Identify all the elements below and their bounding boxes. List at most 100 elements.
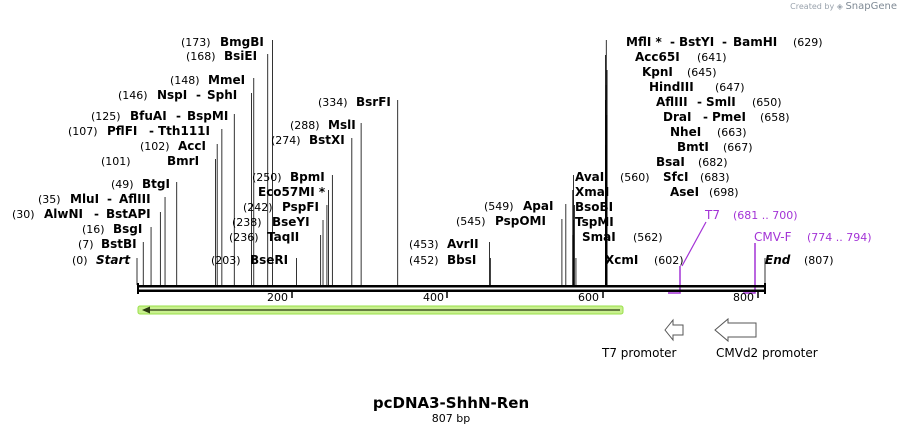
site-pos-602: (602) <box>654 254 684 267</box>
site-pos-nhei: (663) <box>717 126 747 139</box>
site-label-mfli[interactable]: MflI * <box>626 35 662 49</box>
site-pos-btgi: (49) <box>111 178 134 191</box>
feature-t7-mark[interactable] <box>668 266 681 294</box>
site-labels-middle: (452) BbsI (453) AvrII (545) PspOMI (549… <box>409 170 684 267</box>
site-label-alwni[interactable]: AlwNI <box>44 207 83 221</box>
site-label-bmti[interactable]: BmtI <box>677 140 709 154</box>
site-label-bspmi[interactable]: BspMI <box>187 109 228 123</box>
site-label-smai[interactable]: SmaI <box>582 230 616 244</box>
site-label-avai[interactable]: AvaI <box>575 170 604 184</box>
site-label-end[interactable]: End <box>765 253 791 267</box>
site-label-tspmi[interactable]: TspMI <box>575 215 614 229</box>
site-sep-alwni: - <box>94 207 99 221</box>
site-pos-bsgi: (16) <box>82 223 105 236</box>
site-label-bamhi[interactable]: BamHI <box>733 35 777 49</box>
site-label-btgi[interactable]: BtgI <box>142 177 170 191</box>
site-label-start[interactable]: Start <box>96 253 131 267</box>
site-pos-bseri: (203) <box>211 254 241 267</box>
site-sep-afliii: - <box>697 95 702 109</box>
site-pos-acc65i: (641) <box>697 51 727 64</box>
backbone-left-end <box>137 283 139 294</box>
site-label-nhei[interactable]: NheI <box>670 125 701 139</box>
site-label-bbsi[interactable]: BbsI <box>447 253 476 267</box>
site-label-eco57mi[interactable]: Eco57MI * <box>258 185 326 199</box>
site-label-bmri[interactable]: BmrI <box>167 154 199 168</box>
axis-label-800: 800 <box>733 291 754 304</box>
site-label-tth111i[interactable]: Tth111I <box>158 124 210 138</box>
site-label-acci[interactable]: AccI <box>178 139 206 153</box>
site-label-bseyi[interactable]: BseYI <box>272 215 310 229</box>
site-label-bsrfi[interactable]: BsrFI <box>356 95 391 109</box>
axis-label-400: 400 <box>423 291 444 304</box>
site-label-sfci[interactable]: SfcI <box>663 170 688 184</box>
site-label-mmei[interactable]: MmeI <box>208 73 245 87</box>
site-label-apai[interactable]: ApaI <box>523 199 553 213</box>
site-label-kpni[interactable]: KpnI <box>642 65 673 79</box>
site-label-bstyi[interactable]: BstYI <box>679 35 714 49</box>
site-pos-start: (0) <box>72 254 88 267</box>
site-label-avrii[interactable]: AvrII <box>447 237 479 251</box>
site-pos-xcmi: (562) <box>633 231 663 244</box>
site-label-taqii[interactable]: TaqII <box>267 230 299 244</box>
site-pos-bmri: (101) <box>101 155 131 168</box>
site-label-bfuai[interactable]: BfuAI <box>130 109 167 123</box>
site-sep-bfuai: - <box>176 109 181 123</box>
site-label-bsiei[interactable]: BsiEI <box>224 49 257 63</box>
site-label-hindiii[interactable]: HindIII <box>649 80 694 94</box>
site-pos-pspfi: (242) <box>243 201 273 214</box>
site-label-smli[interactable]: SmlI <box>706 95 736 109</box>
orf-arrow[interactable] <box>137 305 624 315</box>
site-label-pflfi[interactable]: PflFI <box>107 124 137 138</box>
site-sep-pflfi: - <box>149 124 154 138</box>
site-label-bsai[interactable]: BsaI <box>656 155 685 169</box>
site-label-pspfi[interactable]: PspFI <box>282 200 319 214</box>
site-label-acc65i[interactable]: Acc65I <box>635 50 680 64</box>
site-pos-bseyi: (238) <box>232 216 262 229</box>
feature-cmvf-mark[interactable] <box>743 243 756 294</box>
site-lines <box>136 40 766 285</box>
site-label-sphi[interactable]: SphI <box>207 88 237 102</box>
site-pos-msli: (288) <box>290 119 320 132</box>
site-pos-mmei: (148) <box>170 74 200 87</box>
cmvd2-promoter-arrow-icon[interactable] <box>714 317 757 343</box>
site-label-xmai[interactable]: XmaI <box>575 185 609 199</box>
site-label-mlui[interactable]: MluI <box>70 192 99 206</box>
t7-promoter-arrow-icon[interactable] <box>664 318 684 342</box>
site-label-pspomi[interactable]: PspOMI <box>495 214 546 228</box>
feature-cmvf-label[interactable]: CMV-F <box>754 230 792 244</box>
site-label-afliii-right[interactable]: AflIII <box>656 95 688 109</box>
site-label-bseri[interactable]: BseRI <box>250 253 288 267</box>
t7-promoter-label[interactable]: T7 promoter <box>601 346 677 360</box>
site-label-asei[interactable]: AseI <box>670 185 699 199</box>
site-pos-end: (807) <box>804 254 834 267</box>
site-label-msli[interactable]: MslI <box>328 118 356 132</box>
site-pos-bsai: (682) <box>698 156 728 169</box>
site-label-drai[interactable]: DraI <box>663 110 691 124</box>
site-sep-drai: - <box>703 110 708 124</box>
site-pos-bfuai: (125) <box>91 110 121 123</box>
site-sep-mfli-2: - <box>722 35 727 49</box>
site-pos-pspomi: (545) <box>456 215 486 228</box>
site-label-bpmi[interactable]: BpmI <box>290 170 325 184</box>
site-label-xcmi[interactable]: XcmI <box>605 253 638 267</box>
site-label-bstxi[interactable]: BstXI <box>309 133 345 147</box>
plasmid-length: 807 bp <box>432 412 470 425</box>
site-label-bsobi[interactable]: BsoBI <box>575 200 613 214</box>
site-label-afliii-left[interactable]: AflIII <box>119 192 151 206</box>
site-pos-bamhi: (629) <box>793 36 823 49</box>
site-pos-hindiii: (647) <box>715 81 745 94</box>
site-label-bstbi[interactable]: BstBI <box>101 237 137 251</box>
site-pos-acci: (102) <box>140 140 170 153</box>
site-label-bstapi[interactable]: BstAPI <box>106 207 151 221</box>
site-label-bmgbi[interactable]: BmgBI <box>220 35 264 49</box>
feature-t7-label[interactable]: T7 <box>704 208 720 222</box>
site-label-nspi[interactable]: NspI <box>157 88 187 102</box>
site-pos-nspi: (146) <box>118 89 148 102</box>
axis-ticks: 200 400 600 800 <box>267 291 759 304</box>
cmvd2-promoter-label[interactable]: CMVd2 promoter <box>716 346 818 360</box>
site-label-pmei[interactable]: PmeI <box>712 110 746 124</box>
site-label-bsgi[interactable]: BsgI <box>113 222 142 236</box>
site-pos-bstxi: (274) <box>271 134 301 147</box>
site-pos-mlui: (35) <box>38 193 61 206</box>
